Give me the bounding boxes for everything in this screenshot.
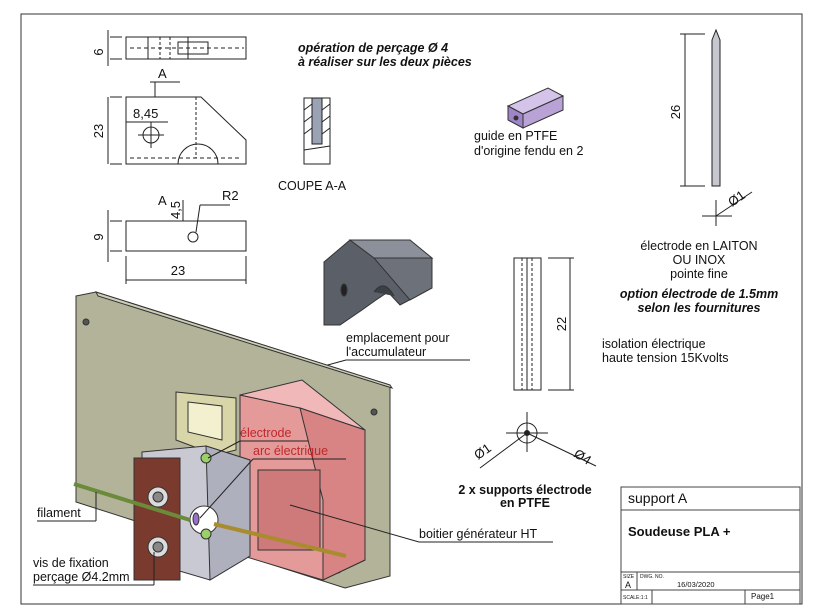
electrode-view [680, 28, 753, 226]
note-electrode-1: électrode en LAITON [640, 239, 757, 253]
note-accu-2: l'accumulateur [346, 345, 426, 359]
dim-radius: R2 [222, 188, 239, 203]
note-electrode-2: OU INOX [673, 253, 726, 267]
leader-arc-2 [199, 458, 254, 519]
assembly-3d [73, 291, 394, 589]
title-date: 16/03/2020 [677, 580, 715, 589]
note-option-1: option électrode de 1.5mm [620, 287, 778, 301]
title-scale: SCALE:1:1 [623, 595, 648, 601]
title-size-value: A [625, 580, 631, 590]
note-electrode-3: pointe fine [670, 267, 728, 281]
label-generator: boitier générateur HT [419, 527, 537, 541]
section-mark-a: A [158, 66, 167, 81]
ptfe-guide [506, 87, 565, 129]
leader-electrode-2 [207, 440, 241, 459]
note-guide-1: guide en PTFE [474, 129, 557, 143]
label-arc: arc électrique [253, 444, 328, 458]
label-filament: filament [37, 506, 81, 520]
title-main: Soudeuse PLA + [628, 524, 731, 539]
bottom-view [107, 200, 247, 284]
leader-generator-2 [289, 504, 420, 543]
title-size-label: SIZE [623, 574, 635, 580]
title-part-name: support A [628, 490, 688, 506]
section-view [303, 97, 331, 165]
top-view [107, 30, 247, 66]
note-insulation-2: haute tension 15Kvolts [602, 351, 728, 365]
dim-support-inner: Ø1 [471, 440, 494, 462]
section-label: COUPE A-A [278, 179, 347, 193]
note-guide-2: d'origine fendu en 2 [474, 144, 583, 158]
dim-electrode-dia: Ø1 [725, 187, 748, 209]
title-block [620, 486, 801, 605]
dim-bottom-height: 9 [91, 233, 106, 240]
dim-hole: 8,45 [133, 106, 158, 121]
note-insulation-1: isolation électrique [602, 337, 706, 351]
dim-top: 6 [91, 48, 106, 55]
note-option-2: selon les fournitures [638, 301, 761, 315]
note-support-2: en PTFE [500, 496, 550, 510]
title-page: Page1 [751, 592, 775, 601]
section-mark-a2: A [158, 193, 167, 208]
insulation-tube [513, 257, 574, 391]
note-accu-1: emplacement pour [346, 331, 450, 345]
note-drilling-2: à réaliser sur les deux pièces [298, 55, 472, 69]
title-dwg-label: DWG. NO. [640, 574, 664, 580]
dim-front-height: 23 [91, 124, 106, 138]
note-support-1: 2 x supports électrode [458, 483, 591, 497]
dim-insulation: 22 [554, 317, 569, 331]
dim-bottom-width: 23 [171, 263, 185, 278]
note-drilling-1: opération de perçage Ø 4 [298, 41, 448, 55]
dim-electrode-length: 26 [668, 105, 683, 119]
label-screw-1: vis de fixation [33, 556, 109, 570]
dim-offset: 4,5 [168, 201, 183, 219]
support-section [479, 412, 597, 469]
label-electrode: électrode [240, 426, 291, 440]
front-view [107, 81, 247, 165]
label-screw-2: perçage Ø4.2mm [33, 570, 130, 584]
holder-block-3d [323, 239, 434, 326]
sheet-border [20, 13, 803, 605]
dim-support-outer: Ø4 [571, 446, 594, 468]
